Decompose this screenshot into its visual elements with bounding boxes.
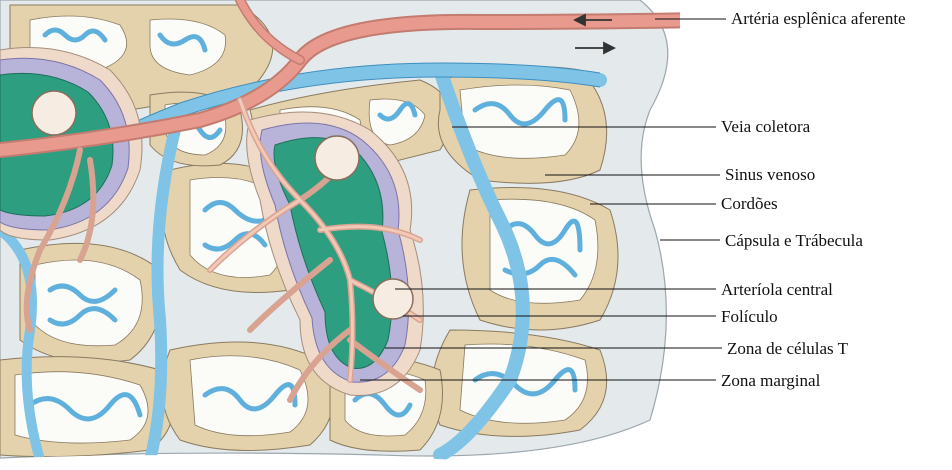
label-foliculo: Folículo [721, 308, 778, 325]
label-arteriola-central: Arteríola central [721, 281, 833, 298]
label-sinus-venoso: Sinus venoso [725, 166, 815, 183]
label-cordoes: Cordões [721, 195, 778, 212]
label-zona-marginal: Zona marginal [721, 372, 820, 389]
label-capsula-trabecula: Cápsula e Trábecula [725, 232, 863, 249]
label-zona-de-celulas-t: Zona de células T [727, 340, 848, 357]
label-veia-coletora: Veia coletora [721, 118, 810, 135]
label-arteria-esplenica-aferente: Artéria esplênica aferente [731, 10, 906, 27]
